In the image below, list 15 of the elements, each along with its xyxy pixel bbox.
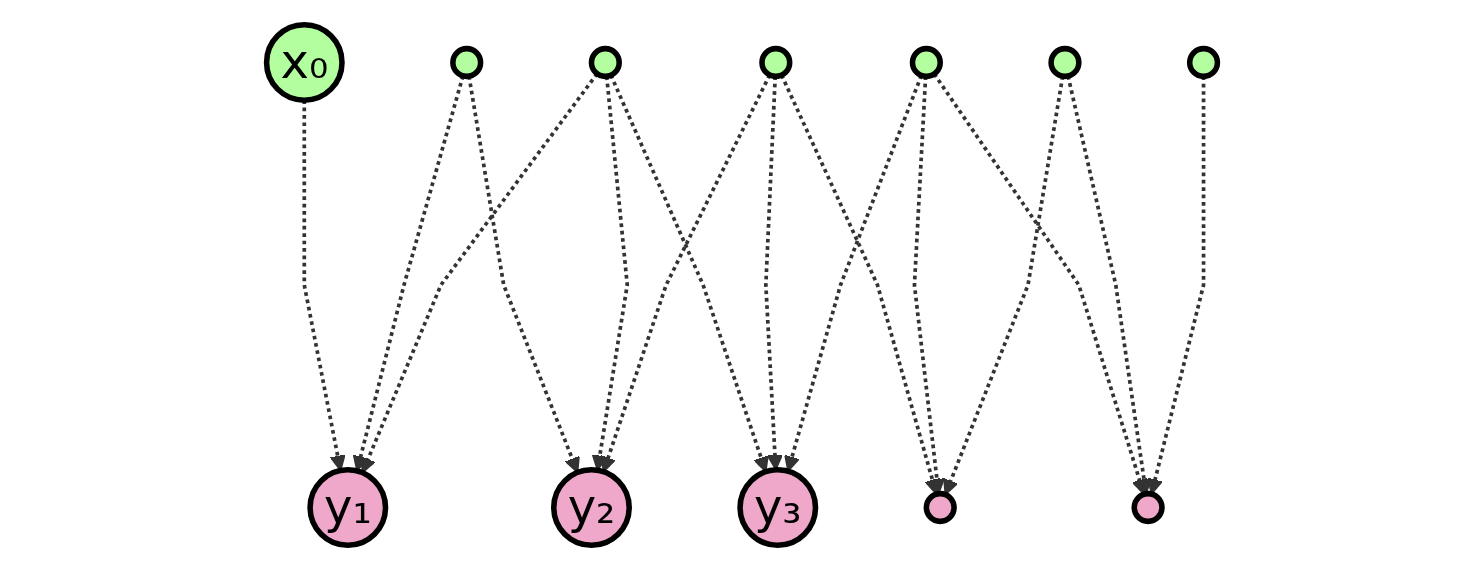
node-circle [759, 45, 793, 80]
node-circle: y₁ [307, 467, 389, 548]
node-circle [588, 45, 622, 80]
arrow [1147, 76, 1206, 495]
node-circle [450, 45, 484, 80]
node-circle: x₀ [263, 22, 345, 103]
node-circle [923, 490, 957, 525]
node-circle [1186, 45, 1221, 80]
node-circle: y₃ [737, 467, 819, 548]
arrow [352, 75, 465, 472]
node-circle [1131, 490, 1165, 525]
node-circle [1048, 45, 1082, 80]
node-circle: y₂ [551, 467, 632, 548]
node-circle [909, 45, 943, 80]
arrow [360, 72, 599, 474]
